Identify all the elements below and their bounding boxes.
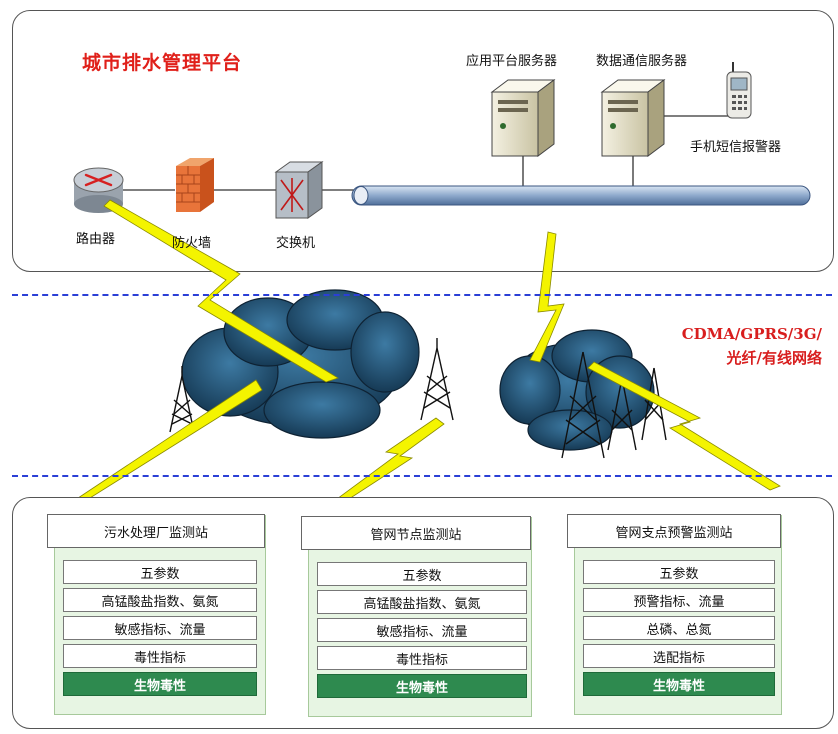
station-item: 敏感指标、流量 <box>317 618 527 642</box>
switch-label: 交换机 <box>276 236 316 251</box>
switch-icon <box>274 161 324 219</box>
station-pipe-branch-warning: 管网支点预警监测站 五参数 预警指标、流量 总磷、总氮 选配指标 生物毒性 <box>567 514 782 715</box>
station-item-biotoxicity: 生物毒性 <box>63 672 257 696</box>
comm-server-label: 数据通信服务器 <box>596 54 688 69</box>
station-wastewater-plant: 污水处理厂监测站 五参数 高锰酸盐指数、氨氮 敏感指标、流量 毒性指标 生物毒性 <box>47 514 266 715</box>
station-title: 管网支点预警监测站 <box>567 514 781 548</box>
comm-server-icon <box>600 79 666 157</box>
station-item: 选配指标 <box>583 644 775 668</box>
app-server-label: 应用平台服务器 <box>466 54 558 69</box>
station-item-biotoxicity: 生物毒性 <box>317 674 527 698</box>
backbone-pipe-icon <box>351 185 811 206</box>
tower-mid-icon <box>420 338 454 421</box>
station-item: 总磷、总氮 <box>583 616 775 640</box>
station-item: 毒性指标 <box>63 644 257 668</box>
station-item: 高锰酸盐指数、氨氮 <box>63 588 257 612</box>
separator-top <box>12 294 832 296</box>
station-item: 五参数 <box>63 560 257 584</box>
station-item: 毒性指标 <box>317 646 527 670</box>
app-server-icon <box>490 79 556 157</box>
platform-title: 城市排水管理平台 <box>82 52 243 74</box>
mobile-phone-icon <box>726 62 752 119</box>
network-label-line1: CDMA/GPRS/3G/ <box>681 325 822 343</box>
router-icon <box>73 167 124 213</box>
station-pipe-node: 管网节点监测站 五参数 高锰酸盐指数、氨氮 敏感指标、流量 毒性指标 生物毒性 <box>301 516 532 717</box>
network-label: CDMA/GPRS/3G/ 光纤/有线网络 <box>682 322 822 370</box>
station-item: 敏感指标、流量 <box>63 616 257 640</box>
station-title: 管网节点监测站 <box>301 516 531 550</box>
firewall-label: 防火墙 <box>172 236 212 251</box>
station-item-biotoxicity: 生物毒性 <box>583 672 775 696</box>
firewall-icon <box>176 158 214 212</box>
station-item: 高锰酸盐指数、氨氮 <box>317 590 527 614</box>
network-label-line2: 光纤/有线网络 <box>726 349 822 367</box>
station-item: 预警指标、流量 <box>583 588 775 612</box>
router-label: 路由器 <box>76 232 116 247</box>
sms-alarm-label: 手机短信报警器 <box>690 140 782 155</box>
station-item: 五参数 <box>317 562 527 586</box>
separator-bottom <box>12 475 832 477</box>
station-item: 五参数 <box>583 560 775 584</box>
station-title: 污水处理厂监测站 <box>47 514 265 548</box>
